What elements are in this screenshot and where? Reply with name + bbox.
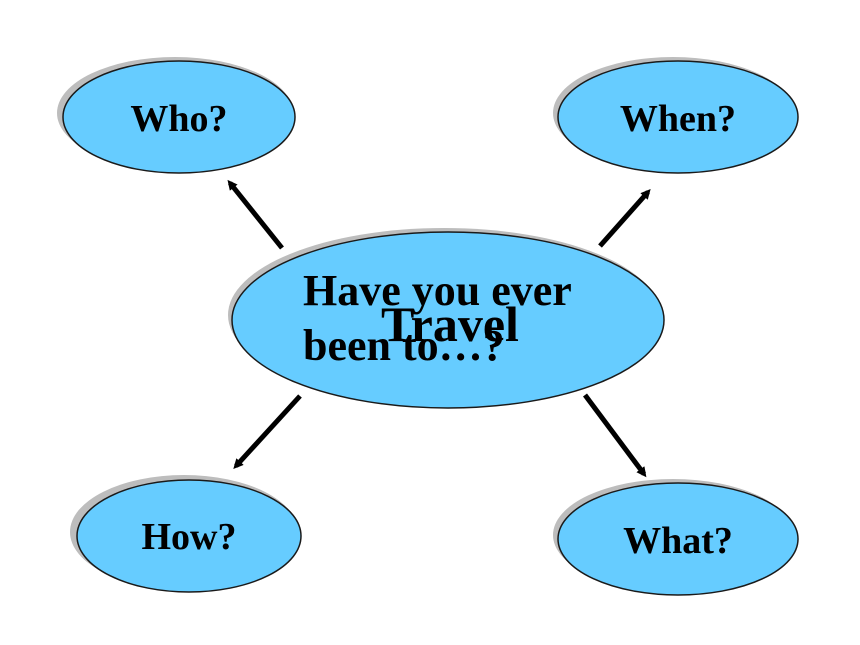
arrows — [227, 179, 651, 478]
node-what-shape — [557, 482, 799, 596]
node-center: Travel Have you ever been to…? — [228, 228, 665, 409]
node-when: When? — [553, 57, 799, 174]
node-who-label: Who? — [130, 98, 227, 140]
arrow-to-how — [233, 394, 302, 469]
node-who: Who? — [57, 57, 296, 174]
node-how: How? — [70, 475, 302, 593]
node-what: What? — [553, 479, 799, 596]
node-when-label: When? — [620, 98, 736, 140]
center-overlay-line1: Have you ever — [303, 266, 572, 315]
node-center-shape — [231, 231, 665, 409]
arrow-to-who — [227, 179, 284, 250]
arrow-to-when — [598, 189, 651, 248]
node-what-label: What? — [623, 520, 733, 562]
center-overlay-line2: been to…? — [303, 321, 505, 370]
arrow-to-what — [582, 393, 647, 478]
center-main-label: Travel — [381, 296, 519, 352]
node-when-shape — [557, 60, 799, 174]
node-how-label: How? — [142, 516, 237, 558]
node-how-shape — [76, 479, 302, 593]
node-who-shape — [62, 60, 296, 174]
